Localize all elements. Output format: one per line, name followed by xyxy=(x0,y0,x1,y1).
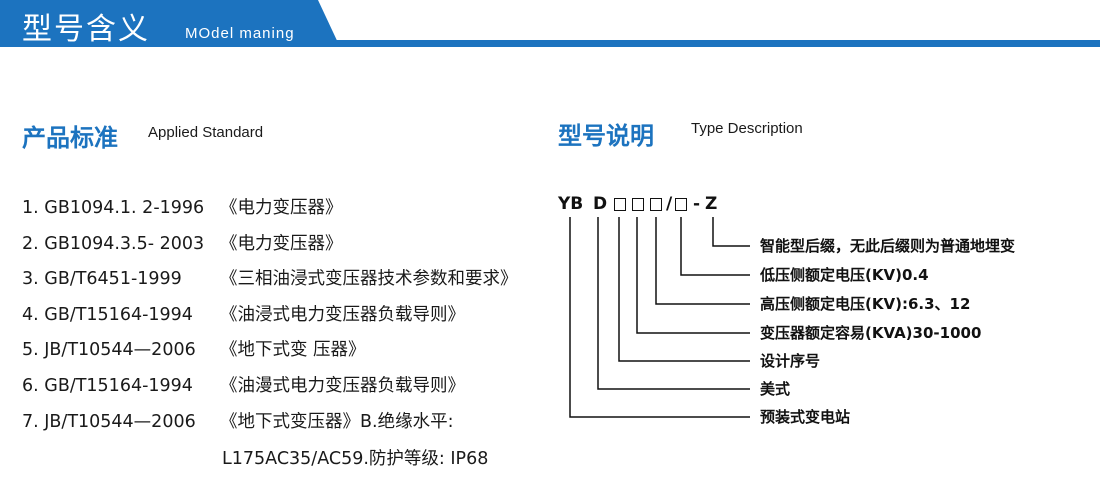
bracket-line xyxy=(597,217,750,390)
standard-code: 1. GB1094.1. 2-1996 xyxy=(22,198,205,218)
applied-standard-subtitle: Applied Standard xyxy=(148,124,264,141)
model-code-slash: / xyxy=(666,194,673,214)
standard-name: 《电力变压器》 xyxy=(220,233,343,254)
model-code-yb: YB xyxy=(558,194,584,214)
standard-name: 《油漫式电力变压器负载导则》 xyxy=(220,375,465,396)
type-description-title: 型号说明 xyxy=(558,122,654,150)
box-placeholder-icon xyxy=(675,198,687,211)
standard-code: 3. GB/T6451-1999 xyxy=(22,269,182,290)
standard-name: 《油浸式电力变压器负载导则》 xyxy=(220,304,465,325)
list-item: 1. GB1094.1. 2-1996 《电力变压器》 xyxy=(22,196,518,232)
standard-continuation: L175AC35/AC59.防护等级: IP68 xyxy=(222,449,489,469)
list-item: 5. JB/T10544—2006 《地下式变 压器》 xyxy=(22,338,518,374)
model-code-z: Z xyxy=(705,194,718,214)
header-tab xyxy=(0,0,340,47)
standard-name: 《地下式变 压器》 xyxy=(220,340,366,361)
header-banner: 型号含义 MOdel maning xyxy=(0,0,1100,50)
type-label-low-voltage: 低压侧额定电压(KV)0.4 xyxy=(760,266,929,284)
type-label-capacity: 变压器额定容易(KVA)30-1000 xyxy=(760,324,982,342)
standard-code: 7. JB/T10544—2006 xyxy=(22,411,196,432)
list-item: 3. GB/T6451-1999 《三相油浸式变压器技术参数和要求》 xyxy=(22,267,518,303)
box-placeholder-icon xyxy=(632,198,644,211)
list-item: 6. GB/T15164-1994 《油漫式电力变压器负载导则》 xyxy=(22,374,518,410)
box-placeholder-icon xyxy=(614,198,626,211)
standard-name: 《三相油浸式变压器技术参数和要求》 xyxy=(220,269,518,290)
bracket-line xyxy=(712,217,750,247)
type-label-design-number: 设计序号 xyxy=(760,352,821,370)
standard-code: 2. GB1094.3.5- 2003 xyxy=(22,233,205,254)
type-label-style: 美式 xyxy=(760,380,791,398)
type-label-suffix: 智能型后缀，无此后缀则为普通地埋变 xyxy=(760,237,1016,255)
standard-code: 6. GB/T15164-1994 xyxy=(22,375,193,396)
box-placeholder-icon xyxy=(650,198,662,211)
bracket-line xyxy=(636,217,750,334)
standard-list: 1. GB1094.1. 2-1996 《电力变压器》 2. GB1094.3.5… xyxy=(22,196,518,445)
header-underline xyxy=(0,40,1100,47)
list-item: 2. GB1094.3.5- 2003 《电力变压器》 xyxy=(22,232,518,268)
page-subtitle: MOdel maning xyxy=(185,25,295,42)
model-code-dash: - xyxy=(693,194,701,214)
bracket-line xyxy=(655,217,750,305)
bracket-line xyxy=(569,217,750,418)
type-description-subtitle: Type Description xyxy=(691,120,803,137)
type-label-high-voltage: 高压侧额定电压(KV):6.3、12 xyxy=(760,295,971,313)
type-label-substation: 预装式变电站 xyxy=(760,408,851,426)
standard-code: 5. JB/T10544—2006 xyxy=(22,340,196,361)
bracket-line xyxy=(680,217,750,276)
standard-code: 4. GB/T15164-1994 xyxy=(22,304,193,325)
page-title: 型号含义 xyxy=(22,12,150,47)
list-item: 7. JB/T10544—2006 《地下式变压器》B.绝缘水平: xyxy=(22,410,518,446)
standard-name: 《地下式变压器》B.绝缘水平: xyxy=(220,411,454,432)
list-item: 4. GB/T15164-1994 《油浸式电力变压器负载导则》 xyxy=(22,303,518,339)
applied-standard-title: 产品标准 xyxy=(22,124,118,152)
standard-name: 《电力变压器》 xyxy=(220,198,343,218)
model-code-d: D xyxy=(593,194,608,214)
bracket-line xyxy=(618,217,750,362)
